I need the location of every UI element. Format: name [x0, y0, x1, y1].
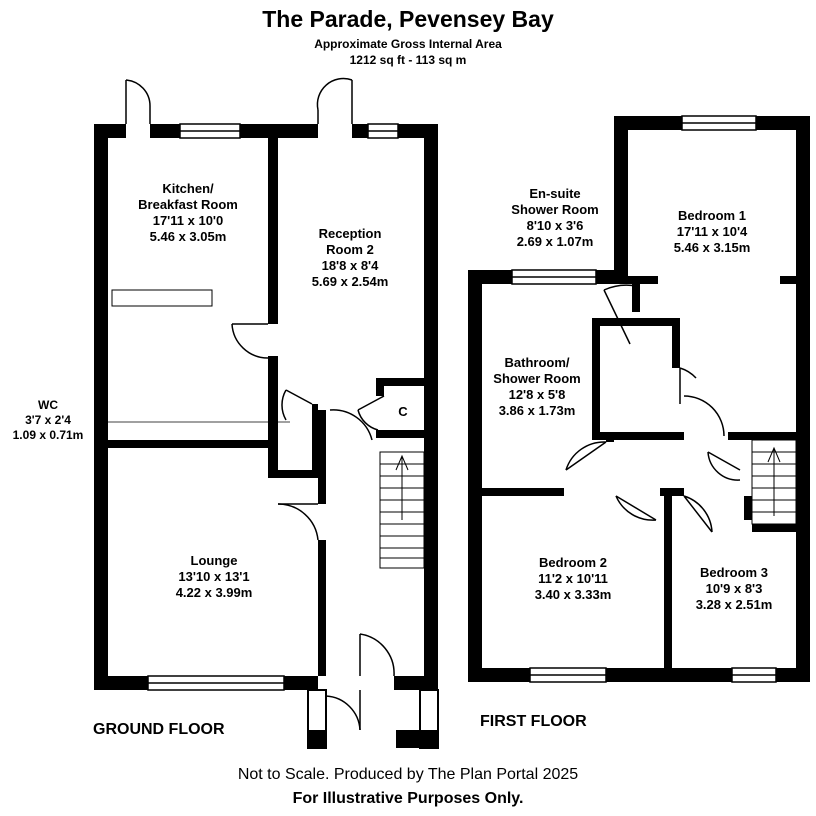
cupboard-name: C — [398, 404, 408, 419]
ensuite-name-2: Shower Room — [511, 202, 599, 217]
room-label-bedroom-1: Bedroom 1 17'11 x 10'4 5.46 x 3.15m — [674, 208, 751, 256]
room-label-wc: WC 3'7 x 2'4 1.09 x 0.71m — [13, 398, 84, 443]
bedroom-3-metric: 3.28 x 2.51m — [695, 597, 773, 612]
area-value: 1212 sq ft - 113 sq m — [349, 53, 467, 67]
room-label-cupboard: C — [398, 404, 407, 420]
reception-imperial: 18'8 x 8'4 — [321, 258, 379, 273]
first-floor-stairs — [751, 439, 797, 525]
footer-disclaimer: Not to Scale. Produced by The Plan Porta… — [237, 766, 579, 783]
wc-metric: 1.09 x 0.71m — [12, 428, 84, 442]
room-label-bedroom-3: Bedroom 3 10'9 x 8'3 3.28 x 2.51m — [696, 565, 773, 613]
reception-name-1: Reception — [318, 226, 382, 241]
bedroom-1-metric: 5.46 x 3.15m — [673, 240, 751, 255]
bedroom-2-imperial: 11'2 x 10'11 — [538, 571, 608, 586]
first-floor-windows — [511, 115, 777, 683]
room-label-kitchen: Kitchen/ Breakfast Room 17'11 x 10'0 5.4… — [138, 181, 238, 245]
kitchen-imperial: 17'11 x 10'0 — [152, 213, 224, 228]
room-label-lounge: Lounge 13'10 x 13'1 4.22 x 3.99m — [176, 553, 253, 601]
reception-metric: 5.69 x 2.54m — [311, 274, 389, 289]
lounge-imperial: 13'10 x 13'1 — [178, 569, 250, 584]
kitchen-worktop — [111, 289, 213, 307]
ground-floor-windows — [147, 123, 399, 691]
room-label-bedroom-2: Bedroom 2 11'2 x 10'11 3.40 x 3.33m — [535, 555, 612, 603]
room-label-ensuite: En-suite Shower Room 8'10 x 3'6 2.69 x 1… — [511, 186, 598, 250]
bedroom-3-name: Bedroom 3 — [700, 565, 768, 580]
ground-floor-doors — [125, 77, 395, 731]
first-floor-walls — [468, 116, 810, 682]
bedroom-1-imperial: 17'11 x 10'4 — [676, 224, 748, 239]
footer-note: For Illustrative Purposes Only. — [292, 790, 524, 807]
kitchen-name-2: Breakfast Room — [138, 197, 238, 212]
ground-floor-label: GROUND FLOOR — [93, 721, 225, 738]
wc-imperial: 3'7 x 2'4 — [25, 413, 71, 427]
reception-name-2: Room 2 — [326, 242, 374, 257]
room-label-bathroom: Bathroom/ Shower Room 12'8 x 5'8 3.86 x … — [493, 355, 580, 419]
kitchen-name-1: Kitchen/ — [162, 181, 214, 196]
lounge-name: Lounge — [190, 553, 238, 568]
kitchen-metric: 5.46 x 3.05m — [149, 229, 227, 244]
ground-floor-walls — [94, 124, 439, 749]
ground-floor-stairs — [379, 451, 425, 569]
ensuite-name-1: En-suite — [529, 186, 581, 201]
area-label: Approximate Gross Internal Area — [314, 37, 502, 51]
lounge-metric: 4.22 x 3.99m — [175, 585, 253, 600]
bathroom-metric: 3.86 x 1.73m — [498, 403, 576, 418]
room-label-reception: Reception Room 2 18'8 x 8'4 5.69 x 2.54m — [312, 226, 389, 290]
bedroom-2-metric: 3.40 x 3.33m — [534, 587, 612, 602]
bathroom-name-1: Bathroom/ — [504, 355, 570, 370]
ensuite-imperial: 8'10 x 3'6 — [526, 218, 584, 233]
wc-name: WC — [37, 398, 58, 412]
bathroom-imperial: 12'8 x 5'8 — [508, 387, 566, 402]
first-floor-doors — [565, 284, 741, 533]
bathroom-name-2: Shower Room — [493, 371, 581, 386]
bedroom-3-imperial: 10'9 x 8'3 — [705, 581, 763, 596]
bedroom-1-name: Bedroom 1 — [678, 208, 746, 223]
ensuite-metric: 2.69 x 1.07m — [516, 234, 594, 249]
bedroom-2-name: Bedroom 2 — [539, 555, 607, 570]
first-floor-label: FIRST FLOOR — [480, 713, 587, 730]
plan-title: The Parade, Pevensey Bay — [262, 6, 554, 32]
